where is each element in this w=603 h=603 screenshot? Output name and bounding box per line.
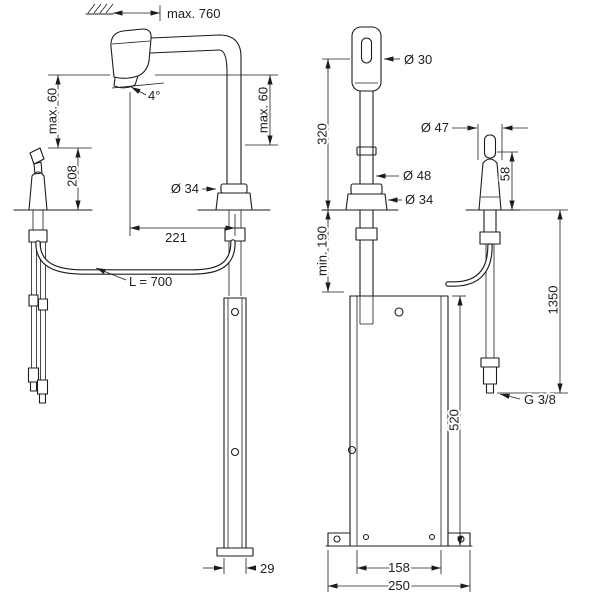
dim-handle-height: 208: [65, 165, 80, 187]
dim-spout-height: 320: [315, 123, 330, 145]
dim-min-clearance: min. 190: [315, 226, 330, 276]
dim-box-outer-width: 250: [388, 578, 410, 593]
dim-head-dia: Ø 30: [404, 52, 432, 67]
side-spray-head: [110, 28, 152, 89]
front-connection-hose: [445, 243, 493, 287]
front-dimensions: Ø 30 320 min. 190 Ø 47 58 Ø 48 Ø: [313, 50, 568, 595]
dim-handle-body-height: 58: [498, 167, 513, 181]
dim-base-dia-side: Ø 34: [171, 181, 199, 196]
dim-pullout: max. 760: [167, 6, 220, 21]
dim-rail-depth: 29: [260, 561, 274, 576]
dim-box-inner-width: 158: [388, 560, 410, 575]
side-under-counter: [27, 210, 246, 404]
installation-box: [325, 295, 473, 547]
dim-handle-dia: Ø 47: [421, 120, 449, 135]
side-view: max. 760 max. 60 208 4° Ø 34 221 L = 700: [13, 3, 278, 578]
front-handle: [478, 134, 502, 211]
side-spout-arm: [149, 34, 253, 211]
dim-escutcheon-dia: Ø 48: [403, 168, 431, 183]
dim-hose-total: 1350: [546, 286, 561, 315]
dim-base-dia-front: Ø 34: [405, 192, 433, 207]
side-dimensions: max. 760 max. 60 208 4° Ø 34 221 L = 700: [43, 3, 278, 578]
dim-counter-right: max. 60: [256, 87, 271, 133]
side-connection-hose: [35, 239, 236, 275]
front-under-counter: [355, 209, 501, 394]
dim-thread: G 3/8: [524, 392, 556, 407]
front-spout-column: [345, 90, 388, 211]
dim-reach: 221: [165, 230, 187, 245]
front-view: Ø 30 320 min. 190 Ø 47 58 Ø 48 Ø: [313, 26, 568, 595]
dim-counter-left: max. 60: [45, 88, 60, 134]
side-handle: [28, 147, 48, 211]
front-spray-head: [351, 26, 382, 92]
dim-box-height: 520: [447, 409, 462, 431]
dim-hose-length: L = 700: [129, 274, 172, 289]
dim-spout-angle: 4°: [148, 88, 160, 103]
side-mounting-rail: [216, 297, 254, 557]
